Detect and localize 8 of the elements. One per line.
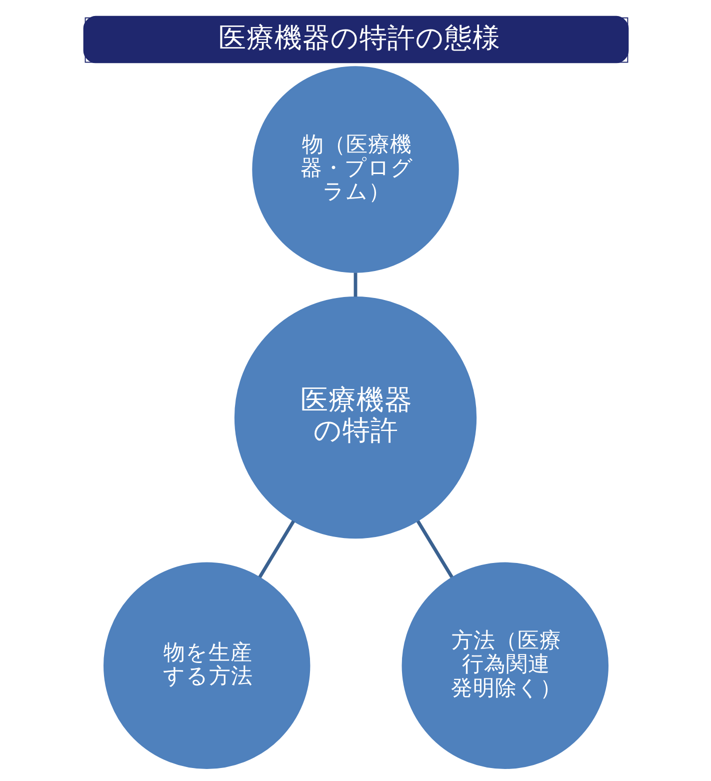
node-circle: 医療機器の特許 (234, 296, 476, 539)
diagram-title: 医療機器の特許の態様 (218, 22, 500, 54)
connector (416, 520, 453, 578)
connector (353, 272, 357, 297)
connector (258, 520, 295, 578)
node-circle: 物を生産する方法 (103, 562, 310, 769)
node-circle: 物（医療機器・プログラム） (252, 66, 458, 273)
node-circle: 方法（医療行為関連発明除く） (401, 562, 608, 769)
